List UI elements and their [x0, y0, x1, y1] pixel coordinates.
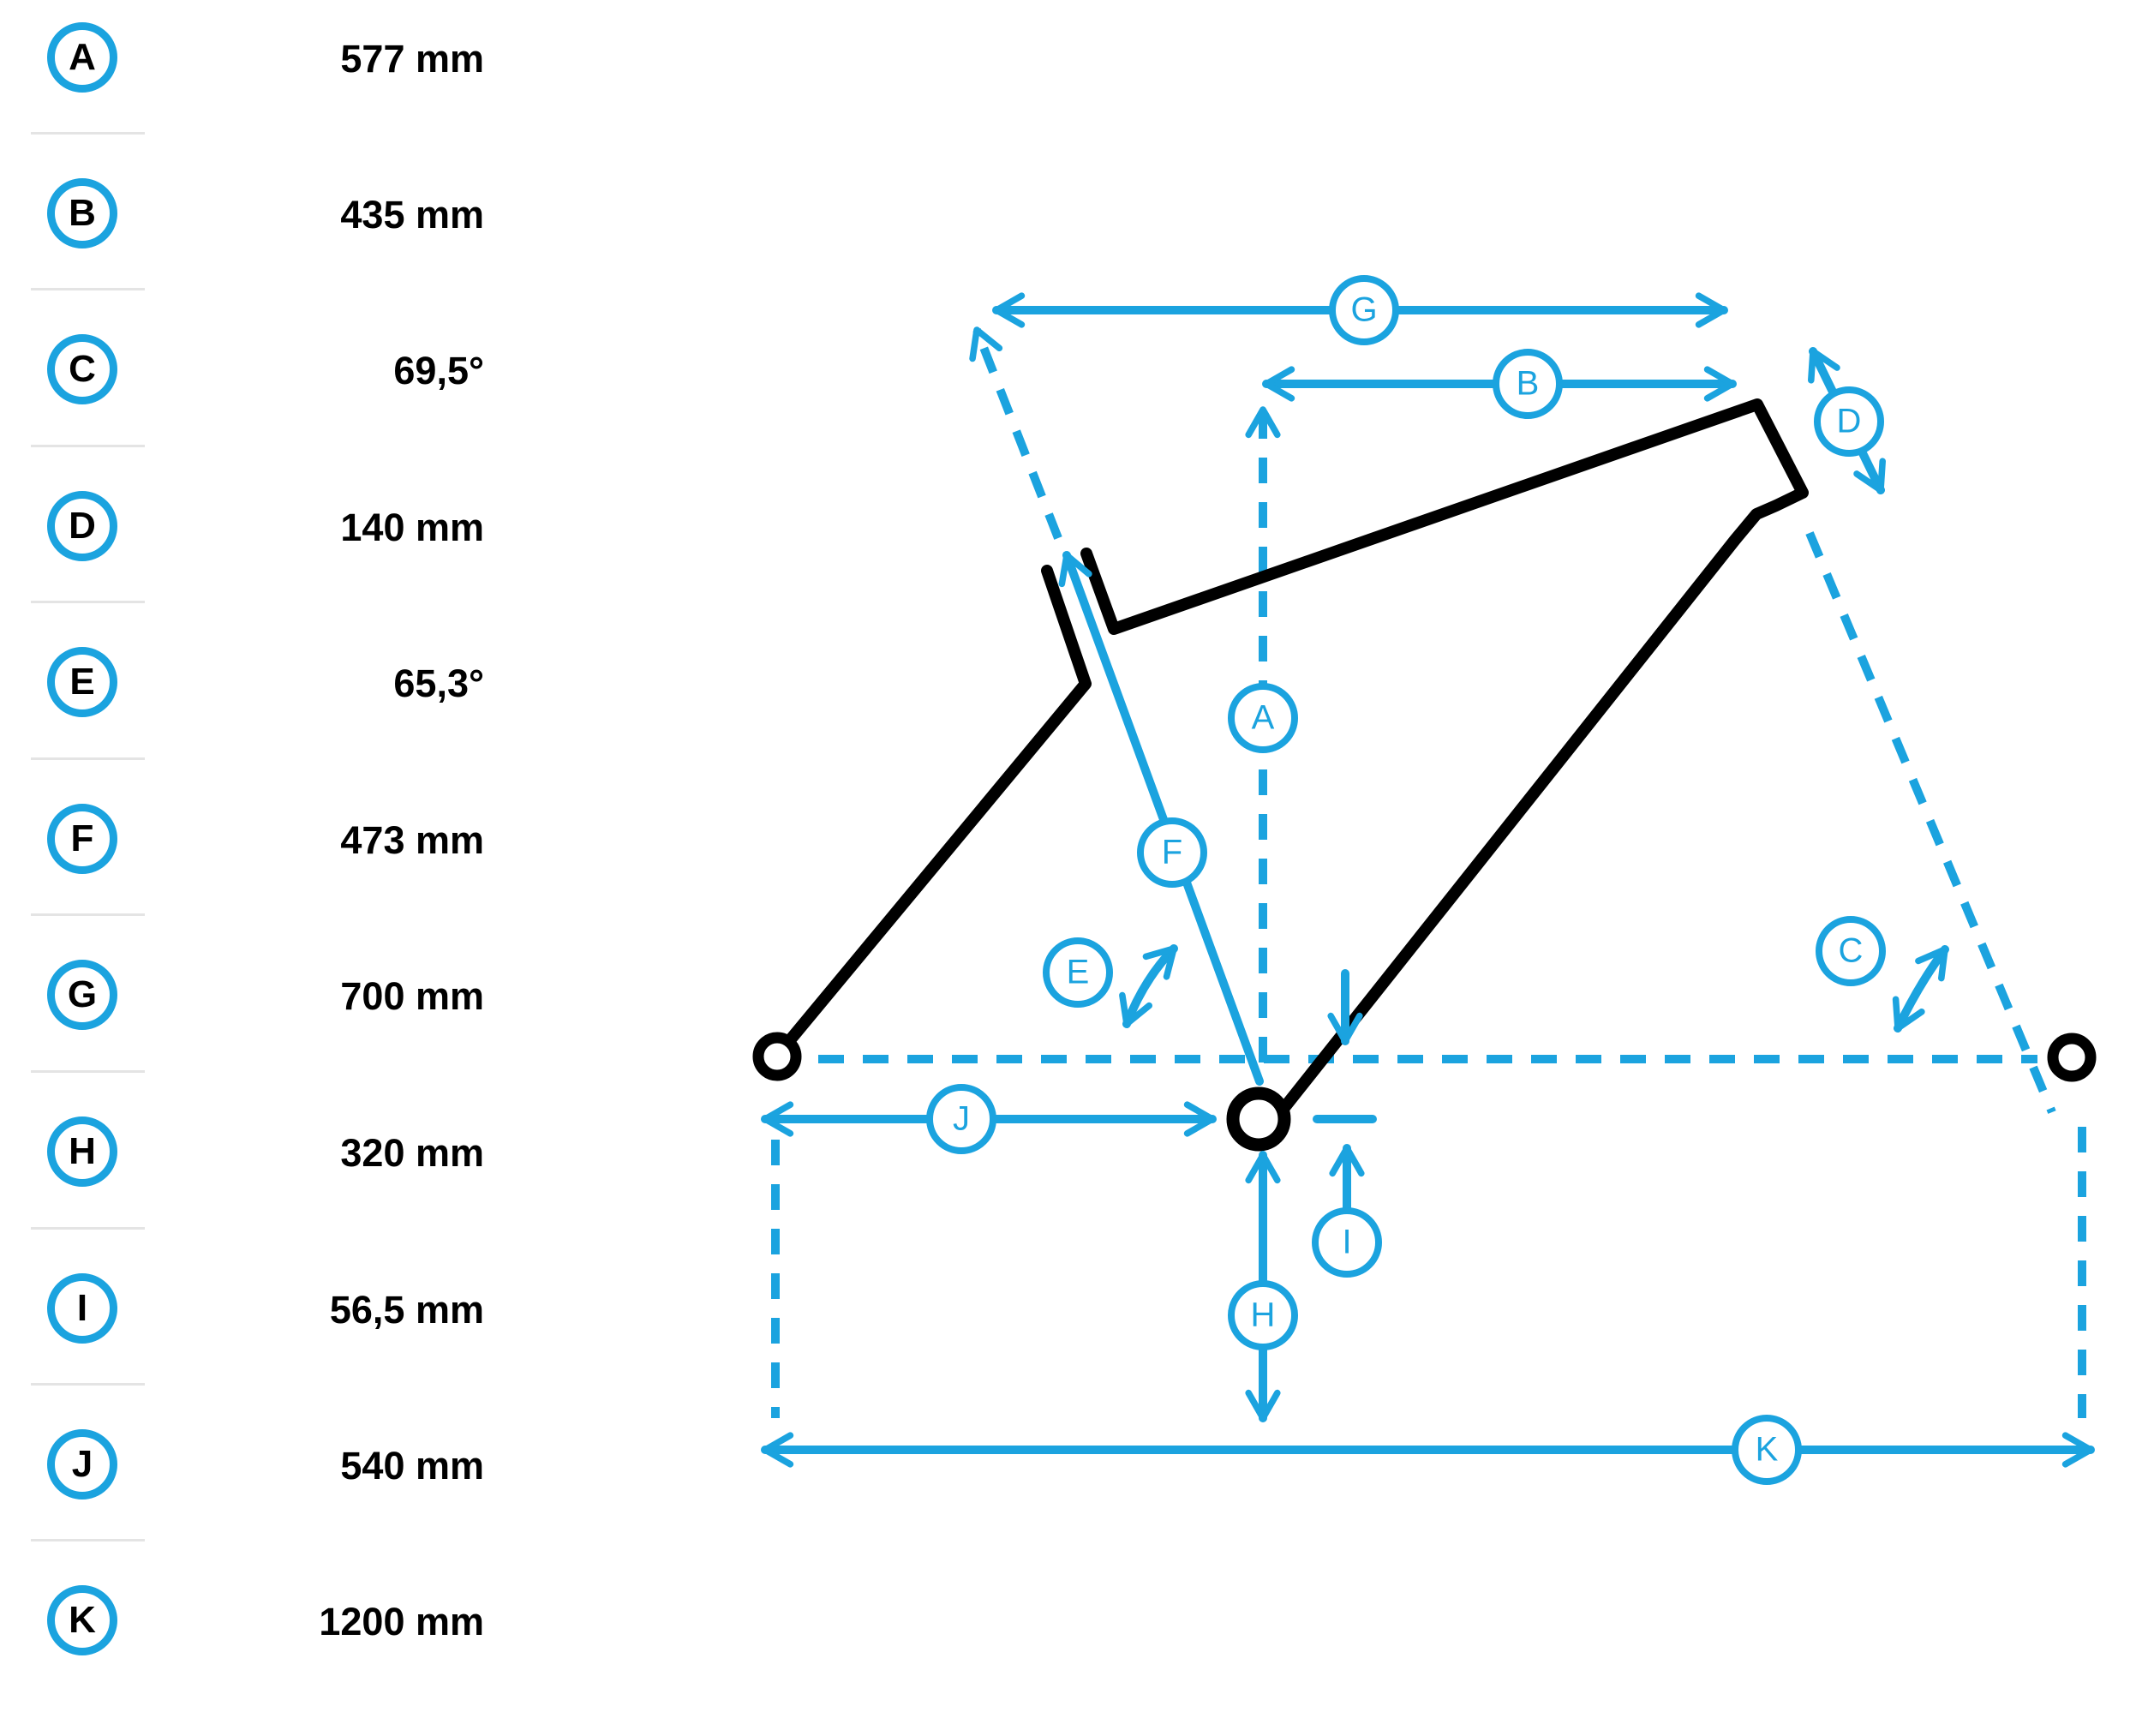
diagram-label-d: D: [1814, 386, 1884, 457]
spec-value: 540 mm: [340, 1444, 484, 1488]
spec-letter-badge: C: [47, 334, 117, 404]
spec-row-g: G 700 mm: [0, 949, 514, 1052]
spec-row-c: C 69,5°: [0, 324, 514, 427]
diagram-label-k: K: [1732, 1415, 1802, 1485]
spec-value: 1200 mm: [319, 1600, 484, 1643]
bike-frame: [771, 398, 1809, 1123]
diagram-label-text: B: [1517, 365, 1540, 403]
spec-letter-badge: A: [47, 22, 117, 93]
diagram-label-c: C: [1816, 916, 1886, 986]
diagram-label-h: H: [1228, 1280, 1298, 1350]
spec-letter-badge: B: [47, 178, 117, 248]
geometry-spec-list: A 577 mm B 435 mm C 69,5° D 140 mm E 65,…: [0, 0, 514, 1736]
spec-divider: [31, 1070, 145, 1073]
spec-row-e: E 65,3°: [0, 637, 514, 739]
diagram-label-a: A: [1228, 683, 1298, 753]
spec-divider: [31, 757, 145, 760]
bottom-bracket: [1226, 1086, 1291, 1152]
frame-top-tube: [1080, 398, 1809, 1123]
diagram-label-text: A: [1252, 699, 1275, 737]
spec-row-a: A 577 mm: [0, 12, 514, 115]
spec-value: 700 mm: [340, 974, 484, 1018]
diagram-label-text: I: [1342, 1224, 1351, 1261]
dashed-construction-lines: [771, 326, 2086, 1418]
spec-divider: [31, 601, 145, 603]
diagram-label-j: J: [926, 1084, 996, 1154]
spec-value: 320 mm: [340, 1131, 484, 1175]
spec-value: 69,5°: [393, 349, 484, 392]
spec-letter-badge: H: [47, 1116, 117, 1187]
diagram-label-text: E: [1067, 954, 1090, 991]
spec-value: 140 mm: [340, 506, 484, 549]
diagram-label-e: E: [1043, 937, 1113, 1008]
dim-line-f: [1058, 551, 1264, 1086]
frame-seat-stay-tube: [771, 565, 1092, 1062]
spec-row-j: J 540 mm: [0, 1419, 514, 1522]
spec-value: 473 mm: [340, 818, 484, 862]
spec-divider: [31, 445, 145, 447]
diagram-label-text: D: [1837, 403, 1862, 440]
diagram-label-text: K: [1756, 1431, 1779, 1469]
diagram-label-text: F: [1162, 834, 1182, 871]
spec-letter-badge: F: [47, 804, 117, 874]
front-axle: [2047, 1033, 2097, 1082]
spec-row-h: H 320 mm: [0, 1106, 514, 1209]
diagram-label-text: G: [1350, 291, 1377, 329]
spec-letter-badge: D: [47, 491, 117, 561]
spec-value: 56,5 mm: [329, 1288, 484, 1332]
diagram-label-b: B: [1493, 349, 1563, 419]
spec-value: 577 mm: [340, 37, 484, 81]
fork-axis-dashed-line: [1805, 531, 2056, 1114]
spec-letter-badge: E: [47, 647, 117, 717]
spec-divider: [31, 913, 145, 916]
spec-divider: [31, 1227, 145, 1230]
spec-row-k: K 1200 mm: [0, 1575, 514, 1678]
spec-value: 65,3°: [393, 661, 484, 705]
dimension-lines: [761, 292, 2095, 1468]
spec-letter-badge: K: [47, 1585, 117, 1655]
diagram-label-g: G: [1329, 275, 1399, 345]
spec-divider: [31, 132, 145, 135]
diagram-label-i: I: [1312, 1207, 1382, 1278]
diagram-label-f: F: [1137, 817, 1207, 888]
spec-row-f: F 473 mm: [0, 793, 514, 896]
spec-row-d: D 140 mm: [0, 481, 514, 584]
diagram-label-text: H: [1251, 1296, 1276, 1334]
diagram-label-text: C: [1839, 932, 1864, 970]
stack-top-dashed-line: [969, 326, 1062, 540]
spec-letter-badge: J: [47, 1429, 117, 1500]
spec-divider: [31, 1383, 145, 1386]
rear-axle: [752, 1032, 802, 1081]
spec-row-b: B 435 mm: [0, 168, 514, 271]
angle-arc-c: [1892, 945, 1949, 1033]
spec-letter-badge: G: [47, 960, 117, 1030]
spec-divider: [31, 1539, 145, 1541]
spec-letter-badge: I: [47, 1273, 117, 1344]
spec-row-i: I 56,5 mm: [0, 1263, 514, 1366]
diagram-label-text: J: [953, 1100, 970, 1138]
spec-value: 435 mm: [340, 193, 484, 236]
spec-divider: [31, 288, 145, 290]
angle-arc-e: [1119, 944, 1178, 1028]
